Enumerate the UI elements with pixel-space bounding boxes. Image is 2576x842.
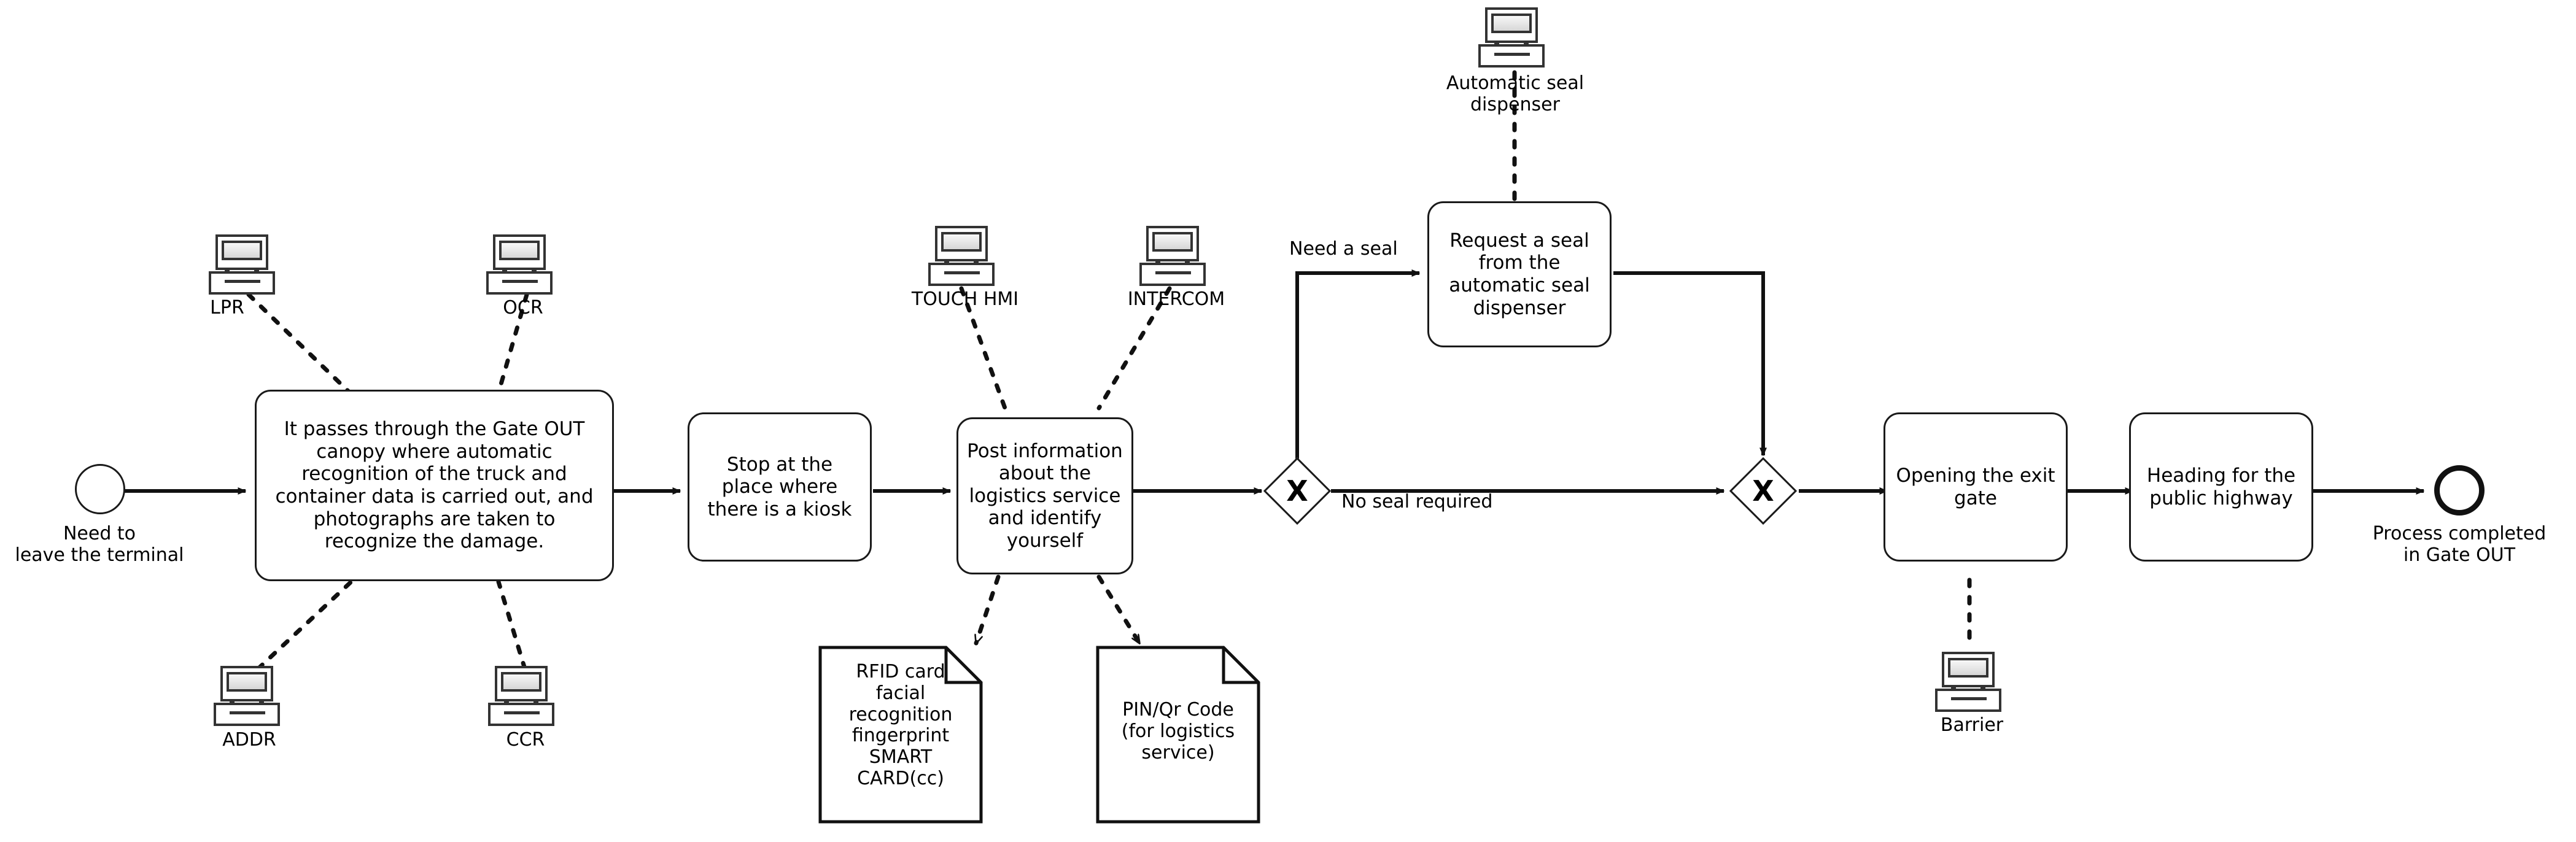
gateway-seal-decision[interactable]: X	[1263, 457, 1332, 525]
start-event-label: Need to leave the terminal	[15, 523, 184, 566]
flow-label-need-a-seal: Need a seal	[1289, 238, 1398, 260]
computer-icon	[928, 226, 995, 286]
assoc-post-to-pinqr	[1096, 574, 1142, 646]
computer-icon	[1139, 226, 1206, 286]
gateway-seal-merge-symbol: X	[1752, 474, 1774, 508]
gateway-seal-decision-symbol: X	[1286, 474, 1308, 508]
end-event[interactable]	[2434, 465, 2485, 516]
device-ccr-label: CCR	[506, 729, 545, 751]
device-ocr-label: OCR	[503, 297, 543, 319]
task-gate-out-canopy-label: It passes through the Gate OUT canopy wh…	[275, 418, 594, 553]
device-ocr[interactable]	[486, 234, 560, 295]
flow-need-a-seal	[1295, 269, 1421, 459]
task-heading-highway[interactable]: Heading for the public highway	[2129, 412, 2313, 562]
computer-icon	[488, 666, 554, 726]
task-post-information[interactable]: Post information about the logistics ser…	[956, 417, 1133, 574]
device-ccr[interactable]	[488, 666, 562, 726]
task-heading-highway-label: Heading for the public highway	[2146, 464, 2296, 509]
device-touch-hmi-label: TOUCH HMI	[911, 288, 1019, 310]
computer-icon	[1935, 652, 2001, 712]
data-object-shape	[1096, 646, 1260, 824]
device-touch-hmi[interactable]	[928, 226, 1002, 286]
assoc-addr-to-canopy	[255, 579, 354, 671]
device-barrier-label: Barrier	[1940, 714, 2004, 736]
task-opening-exit-gate-label: Opening the exit gate	[1896, 464, 2055, 509]
data-object-shape	[818, 646, 983, 824]
device-seal-dispenser-label: Automatic seal dispenser	[1446, 72, 1585, 116]
data-object-identification-methods[interactable]: RFID card facial recognition fingerprint…	[818, 646, 983, 824]
computer-icon	[486, 234, 553, 295]
computer-icon	[214, 666, 280, 726]
computer-icon	[1478, 7, 1545, 68]
gateway-seal-merge[interactable]: X	[1729, 457, 1798, 525]
start-event[interactable]	[75, 464, 125, 514]
device-lpr-label: LPR	[210, 297, 244, 319]
device-intercom-label: INTERCOM	[1127, 288, 1225, 310]
device-barrier[interactable]	[1935, 652, 2009, 712]
computer-icon	[209, 234, 275, 295]
data-object-identification-methods-text: RFID card facial recognition fingerprint…	[848, 661, 953, 789]
data-object-pin-qr-code[interactable]: PIN/Qr Code (for logistics service)	[1096, 646, 1260, 824]
task-stop-kiosk-label: Stop at the place where there is a kiosk	[707, 453, 852, 520]
device-intercom[interactable]	[1139, 226, 1213, 286]
flow-seal-to-gateway2	[1613, 271, 1767, 457]
end-event-label: Process completed in Gate OUT	[2372, 523, 2547, 566]
start-event-circle	[75, 464, 125, 514]
task-opening-exit-gate[interactable]: Opening the exit gate	[1884, 412, 2068, 562]
task-stop-kiosk[interactable]: Stop at the place where there is a kiosk	[688, 412, 872, 562]
task-request-seal[interactable]: Request a seal from the automatic seal d…	[1427, 201, 1612, 347]
device-addr-label: ADDR	[222, 729, 276, 751]
data-object-pin-qr-code-text: PIN/Qr Code (for logistics service)	[1121, 699, 1235, 763]
assoc-post-to-identification	[974, 574, 1001, 646]
assoc-ccr-to-canopy	[496, 579, 527, 671]
device-addr[interactable]	[214, 666, 287, 726]
task-request-seal-label: Request a seal from the automatic seal d…	[1449, 229, 1590, 319]
device-lpr[interactable]	[209, 234, 282, 295]
flow-label-no-seal-required: No seal required	[1341, 491, 1493, 512]
task-post-information-label: Post information about the logistics ser…	[967, 439, 1123, 552]
task-gate-out-canopy[interactable]: It passes through the Gate OUT canopy wh…	[255, 390, 614, 581]
device-seal-dispenser[interactable]	[1478, 7, 1552, 68]
end-event-circle	[2434, 465, 2485, 516]
